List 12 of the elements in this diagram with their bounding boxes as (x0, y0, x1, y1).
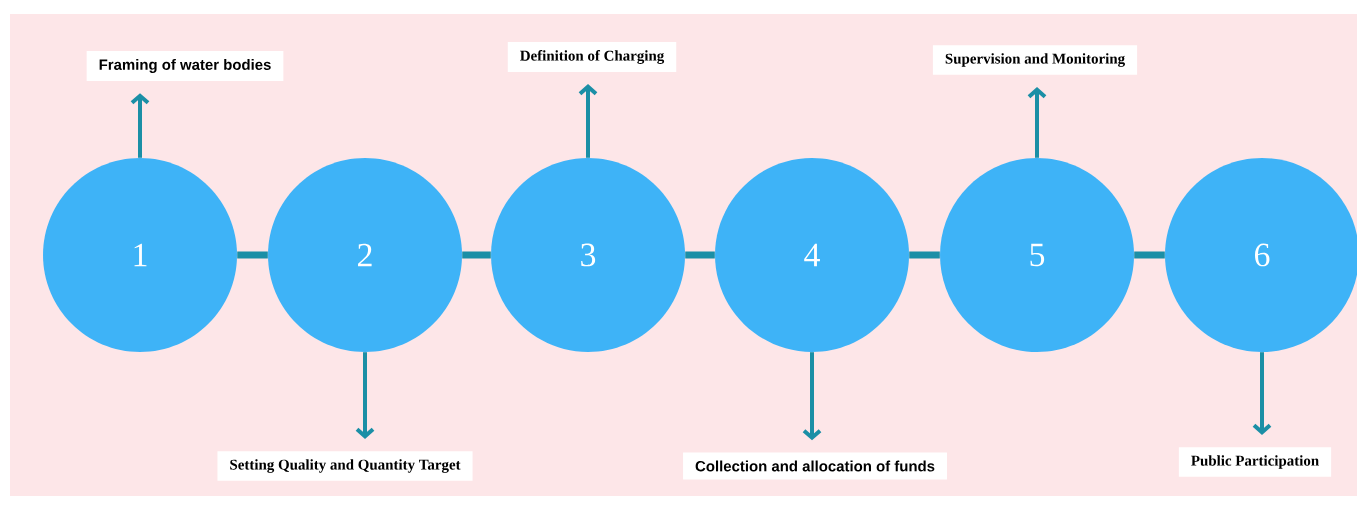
step-label: Supervision and Monitoring (932, 45, 1138, 75)
step-label: Framing of water bodies (86, 51, 284, 81)
step-label: Public Participation (1178, 447, 1332, 477)
arrow (130, 93, 150, 158)
step-label: Setting Quality and Quantity Target (217, 451, 473, 481)
arrow (578, 84, 598, 158)
step-label: Definition of Charging (507, 42, 677, 72)
arrow (355, 352, 375, 439)
step-label: Collection and allocation of funds (683, 452, 947, 480)
arrow (802, 352, 822, 441)
arrow (1027, 87, 1047, 158)
arrow (1252, 352, 1272, 435)
